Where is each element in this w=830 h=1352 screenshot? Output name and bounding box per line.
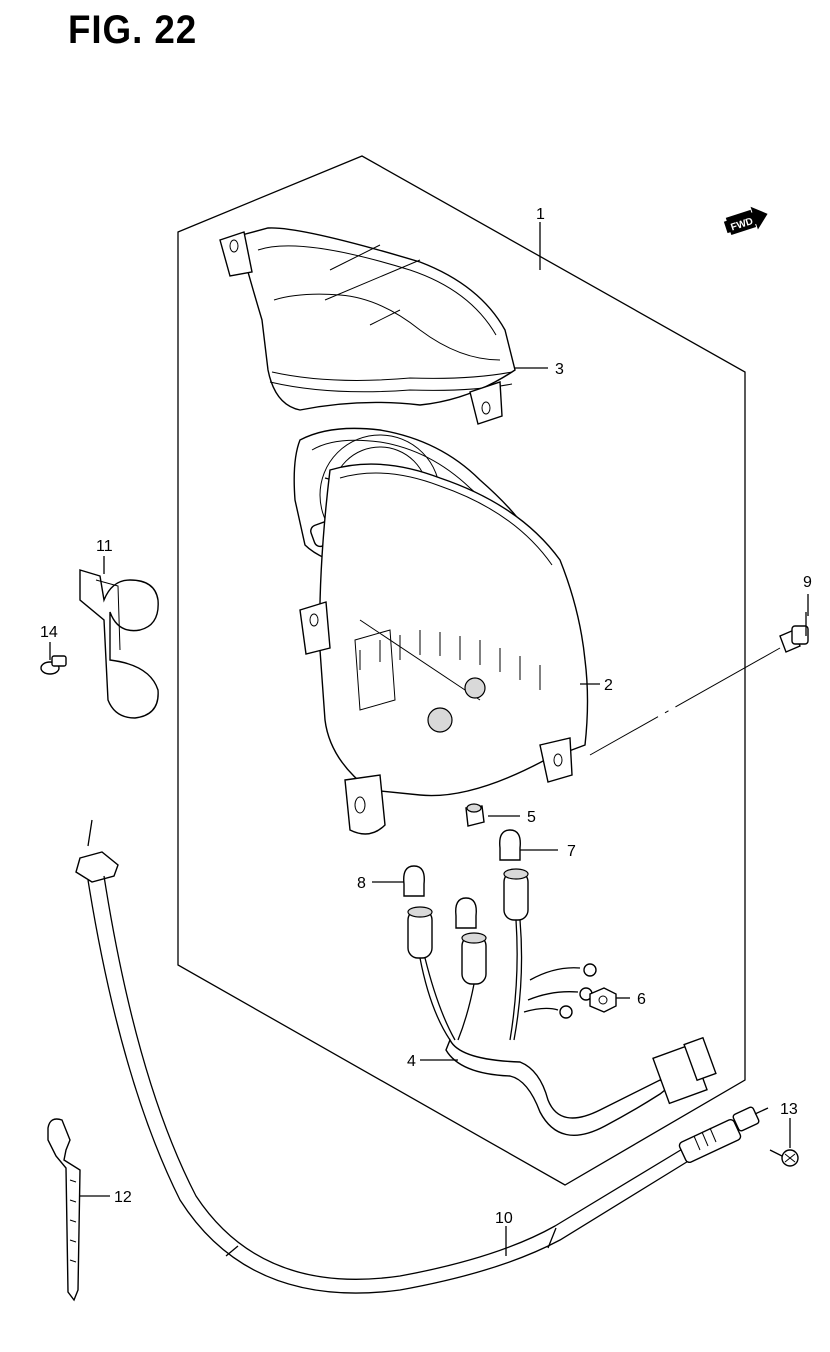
callout-5: 5 (527, 809, 536, 826)
callout-7: 7 (567, 843, 576, 860)
callout-11: 11 (96, 538, 113, 555)
bracket-11 (79, 569, 159, 719)
callout-4: 4 (407, 1053, 416, 1070)
callout-10: 10 (495, 1210, 513, 1227)
screw-9 (779, 612, 809, 653)
callout-13: 13 (780, 1101, 798, 1118)
callout-6: 6 (637, 991, 646, 1008)
fwd-direction-badge: FWD (723, 206, 768, 236)
meter-case-lower (299, 463, 589, 835)
screw-13 (769, 1149, 799, 1167)
cable-tie-12 (47, 1118, 81, 1302)
screw-9-leader (589, 647, 781, 756)
callout-2: 2 (604, 677, 613, 694)
assembly-group-outline (177, 155, 746, 1186)
callout-1: 1 (536, 206, 545, 223)
bulb-8b (455, 897, 477, 929)
callout-14: 14 (40, 624, 58, 641)
callout-12: 12 (114, 1189, 132, 1206)
nut-6 (589, 987, 617, 1013)
callout-9: 9 (803, 574, 812, 591)
callout-3: 3 (555, 361, 564, 378)
screw-5 (465, 803, 485, 827)
leader-lines (49, 222, 809, 1256)
wiring-harness (407, 868, 717, 1136)
screw-14 (40, 655, 67, 675)
bulb-7 (499, 829, 521, 861)
speedometer-cable (75, 819, 769, 1294)
bulb-8 (403, 865, 425, 897)
figure-title: FIG. 22 (68, 8, 198, 52)
callout-8: 8 (357, 875, 366, 892)
meter-cover (219, 227, 516, 425)
